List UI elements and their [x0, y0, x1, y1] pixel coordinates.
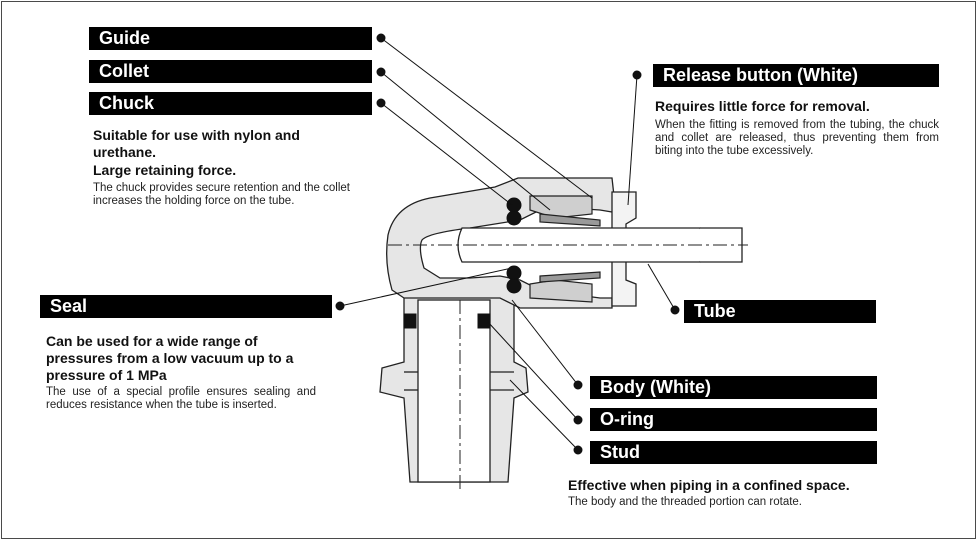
oring-label: O-ring — [590, 408, 877, 431]
chuck-label: Chuck — [89, 92, 372, 115]
release-note-heading: Requires little force for removal. — [655, 98, 870, 114]
chuck-note-text: The chuck provides secure retention and … — [93, 182, 350, 207]
seal-note-heading: Can be used for a wide range of pressure… — [46, 333, 294, 383]
leader-lines — [335, 33, 680, 455]
chuck-note-heading: Suitable for use with nylon and urethane… — [93, 127, 300, 160]
stud-note-text: The body and the threaded portion can ro… — [568, 496, 802, 508]
collet-label: Collet — [89, 60, 372, 83]
release-button-label: Release button (White) — [653, 64, 939, 87]
seal-label: Seal — [40, 295, 332, 318]
stud-part — [379, 293, 529, 483]
stud-note-heading: Effective when piping in a confined spac… — [568, 477, 850, 493]
tube-label: Tube — [684, 300, 876, 323]
body-part — [386, 177, 615, 309]
chuck-collet-part — [529, 195, 601, 303]
tube-part — [388, 227, 748, 490]
seals — [403, 197, 522, 329]
stud-label: Stud — [590, 441, 877, 464]
guide-label: Guide — [89, 27, 372, 50]
release-note-text: When the fitting is removed from the tub… — [655, 119, 939, 157]
body-label: Body (White) — [590, 376, 877, 399]
seal-note-text: The use of a special profile ensures sea… — [46, 386, 316, 411]
chuck-note-subheading: Large retaining force. — [93, 162, 237, 178]
